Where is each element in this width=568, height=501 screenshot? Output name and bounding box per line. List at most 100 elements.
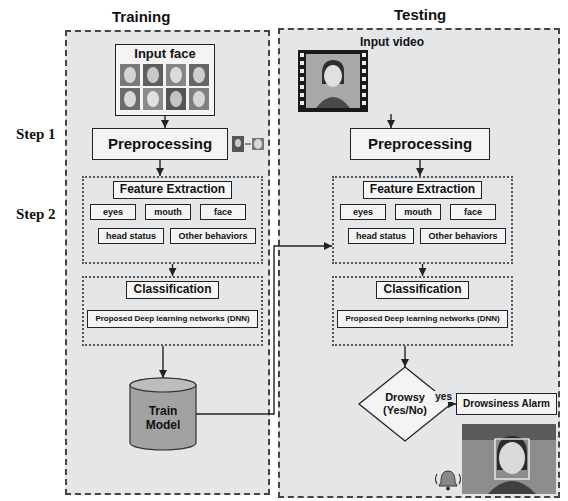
thumbnail-face bbox=[193, 91, 205, 107]
detection-box bbox=[495, 439, 529, 479]
sprocket-hole bbox=[300, 69, 304, 73]
flow-arrow bbox=[451, 403, 456, 404]
film-strip bbox=[298, 50, 368, 112]
bell-clapper bbox=[446, 487, 450, 491]
node-label: Other behaviors bbox=[425, 231, 500, 241]
group-heading: Feature Extraction bbox=[363, 181, 482, 199]
alarm-box: Drowsiness Alarm bbox=[456, 393, 557, 415]
node-label: face bbox=[211, 207, 235, 217]
process-box: head status bbox=[348, 228, 414, 244]
process-box: face bbox=[450, 204, 496, 220]
flow-arrow bbox=[404, 346, 405, 367]
alarm-photo bbox=[462, 424, 556, 494]
panel-title: Training bbox=[112, 8, 170, 25]
process-box: Other behaviors bbox=[170, 228, 256, 244]
photo-ground bbox=[462, 424, 556, 494]
process-box: Other behaviors bbox=[420, 228, 506, 244]
cylinder-top bbox=[130, 378, 196, 392]
driver-face bbox=[499, 442, 525, 474]
sprocket-hole bbox=[362, 77, 366, 81]
node-label: face bbox=[461, 207, 485, 217]
thumbnail bbox=[143, 64, 163, 86]
sprocket-hole bbox=[300, 61, 304, 65]
face-thumbnails bbox=[120, 64, 209, 110]
thumbnail bbox=[166, 64, 186, 86]
step-label-holder: Step 2 bbox=[16, 206, 56, 223]
cropped-face-image bbox=[252, 138, 264, 150]
sprocket-hole bbox=[362, 53, 366, 57]
node-label: head status bbox=[103, 231, 159, 241]
group-heading: Classification bbox=[126, 281, 218, 299]
node-label: Drowsiness Alarm bbox=[460, 398, 553, 410]
node-label: Other behaviors bbox=[175, 231, 250, 241]
film-frame bbox=[298, 50, 368, 112]
flow-arrow bbox=[164, 116, 165, 128]
node-label: eyes bbox=[350, 207, 376, 217]
node-label: mouth bbox=[401, 207, 435, 217]
thumbnail bbox=[120, 88, 140, 110]
flow-arrow bbox=[390, 114, 391, 128]
raw-face bbox=[235, 139, 241, 147]
driver-face bbox=[324, 65, 342, 87]
process-box: Proposed Deep learning networks (DNN) bbox=[337, 310, 508, 328]
node-label: Proposed Deep learning networks (DNN) bbox=[92, 314, 252, 323]
cylinder-body bbox=[130, 378, 196, 450]
node-label: Input video bbox=[360, 36, 424, 50]
group-frame: Feature Extraction eyes mouth face head stat… bbox=[332, 176, 513, 264]
flow-arrow bbox=[196, 246, 332, 414]
step-label: Step 1 bbox=[16, 126, 56, 143]
sprocket-hole bbox=[362, 101, 366, 105]
flow-arrow bbox=[159, 160, 160, 176]
thumbnail bbox=[120, 64, 140, 86]
model-cylinder: Train Model bbox=[130, 378, 196, 450]
edge-label-holder: yes bbox=[434, 391, 453, 403]
sprocket-hole bbox=[300, 77, 304, 81]
bell-wave bbox=[459, 474, 461, 484]
thumbnail bbox=[166, 88, 186, 110]
video-frame bbox=[306, 54, 360, 108]
step-label: Step 2 bbox=[16, 206, 56, 223]
process-box: Preprocessing bbox=[350, 128, 490, 160]
process-box: eyes bbox=[90, 204, 136, 220]
node-label: Proposed Deep learning networks (DNN) bbox=[342, 314, 502, 323]
bell-wave bbox=[436, 474, 438, 484]
sprocket-hole bbox=[300, 85, 304, 89]
thumbnail bbox=[143, 88, 163, 110]
process-box: mouth bbox=[145, 204, 191, 220]
sprocket-hole bbox=[362, 93, 366, 97]
group-frame: Feature Extraction eyes mouth face head stat… bbox=[82, 176, 263, 264]
thumbnail-face bbox=[147, 67, 159, 83]
step-label-holder: Step 1 bbox=[16, 126, 56, 143]
group-frame: ClassificationProposed Deep learning net… bbox=[82, 276, 263, 346]
flow-arrow bbox=[162, 346, 163, 378]
process-box: Preprocessing bbox=[92, 128, 228, 160]
thumbnail-face bbox=[147, 91, 159, 107]
raw-face-image bbox=[232, 136, 244, 152]
process-box: mouth bbox=[395, 204, 441, 220]
sprocket-hole bbox=[362, 85, 366, 89]
node-label: Preprocessing bbox=[105, 135, 215, 152]
bell-body bbox=[439, 471, 457, 486]
cropped-face bbox=[254, 139, 262, 149]
flow-arrow bbox=[422, 264, 423, 276]
process-box: Proposed Deep learning networks (DNN) bbox=[87, 310, 258, 328]
diamond-shape bbox=[359, 367, 451, 441]
thumbnail bbox=[189, 64, 209, 86]
panel-title: Testing bbox=[394, 6, 446, 23]
thumbnail-face bbox=[170, 91, 182, 107]
process-box: eyes bbox=[340, 204, 386, 220]
flow-arrow bbox=[419, 160, 420, 176]
sprocket-hole bbox=[300, 101, 304, 105]
thumbnail-face bbox=[124, 67, 136, 83]
edge-label: yes bbox=[434, 391, 453, 403]
node-label: Input face bbox=[134, 45, 195, 62]
flow-arrow bbox=[172, 264, 173, 276]
thumbnail-face bbox=[124, 91, 136, 107]
group-heading: Classification bbox=[376, 281, 468, 299]
group-heading: Feature Extraction bbox=[113, 181, 232, 199]
driver-body bbox=[316, 97, 350, 108]
bell-icon bbox=[436, 471, 461, 491]
preprocess-arrow bbox=[245, 144, 251, 145]
